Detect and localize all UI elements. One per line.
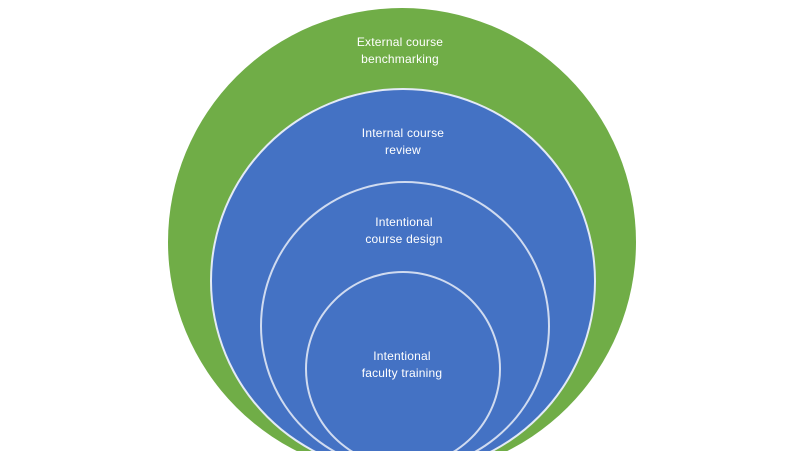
- label-line: course design: [365, 232, 443, 246]
- label-internal-course-review: Internal course review: [283, 125, 523, 159]
- label-line: benchmarking: [361, 52, 439, 66]
- label-line: Internal course: [361, 126, 445, 140]
- label-intentional-faculty-training: Intentional faculty training: [282, 348, 522, 382]
- label-line: Intentional: [373, 349, 431, 363]
- circle-intentional-faculty-training: [305, 271, 501, 451]
- label-line: External course: [356, 35, 444, 49]
- label-line: Intentional: [375, 215, 433, 229]
- label-intentional-course-design: Intentional course design: [284, 214, 524, 248]
- label-line: review: [385, 143, 421, 157]
- label-external-course-benchmarking: External course benchmarking: [280, 34, 520, 68]
- label-line: faculty training: [361, 366, 443, 380]
